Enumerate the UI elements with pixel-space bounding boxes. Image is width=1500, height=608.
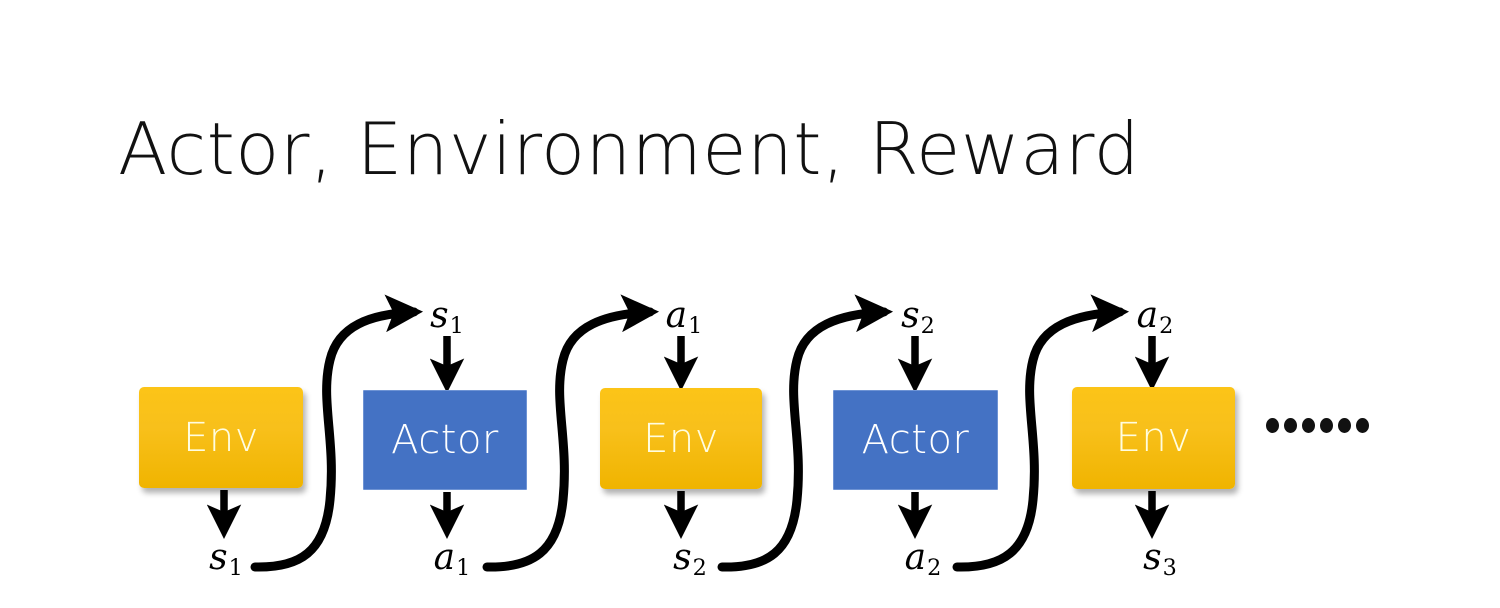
- ellipsis-dot: [1356, 418, 1369, 433]
- ellipsis-continuation-icon: [1266, 418, 1369, 433]
- symbol: s: [901, 295, 920, 336]
- symbol: a: [433, 537, 456, 578]
- label-top-a2: a2: [1137, 298, 1174, 338]
- symbol: s: [209, 537, 228, 578]
- ellipsis-dot: [1266, 418, 1279, 433]
- ellipsis-dot: [1338, 418, 1351, 433]
- node-label: Actor: [391, 417, 499, 463]
- ellipsis-group-1: [1266, 418, 1315, 433]
- node-actor-1[interactable]: Actor: [363, 390, 527, 490]
- symbol: a: [1136, 295, 1159, 336]
- node-label: Env: [183, 414, 259, 461]
- subscript: 2: [927, 555, 942, 582]
- subscript: 1: [456, 555, 471, 582]
- subscript: 1: [449, 313, 464, 340]
- ellipsis-dot: [1302, 418, 1315, 433]
- symbol: s: [430, 295, 449, 336]
- symbol: s: [1143, 537, 1162, 578]
- node-label: Env: [1115, 415, 1192, 461]
- label-bottom-s2: s2: [673, 540, 707, 580]
- node-actor-2[interactable]: Actor: [833, 390, 998, 490]
- symbol: a: [665, 295, 688, 336]
- label-top-s2: s2: [901, 298, 935, 338]
- node-label: Env: [643, 415, 719, 462]
- ellipsis-group-2: [1320, 418, 1369, 433]
- subscript: 2: [920, 313, 935, 340]
- subscript: 1: [228, 555, 243, 582]
- ellipsis-dot: [1320, 418, 1333, 433]
- subscript: 2: [692, 555, 707, 582]
- page-title: Actor, Environment, Reward: [118, 107, 1140, 191]
- label-bottom-a1: a1: [434, 540, 471, 580]
- symbol: a: [904, 537, 927, 578]
- label-bottom-s3: s3: [1143, 540, 1177, 580]
- label-top-s1: s1: [430, 298, 464, 338]
- ellipsis-dot: [1284, 418, 1297, 433]
- subscript: 1: [688, 313, 703, 340]
- node-env-3[interactable]: Env: [1072, 387, 1235, 489]
- label-bottom-s1: s1: [209, 540, 243, 580]
- subscript: 3: [1162, 555, 1177, 582]
- node-env-1[interactable]: Env: [139, 387, 303, 488]
- node-env-2[interactable]: Env: [600, 388, 762, 489]
- subscript: 2: [1159, 313, 1174, 340]
- symbol: s: [673, 537, 692, 578]
- node-label: Actor: [861, 417, 970, 463]
- label-bottom-a2: a2: [905, 540, 942, 580]
- label-top-a1: a1: [666, 298, 703, 338]
